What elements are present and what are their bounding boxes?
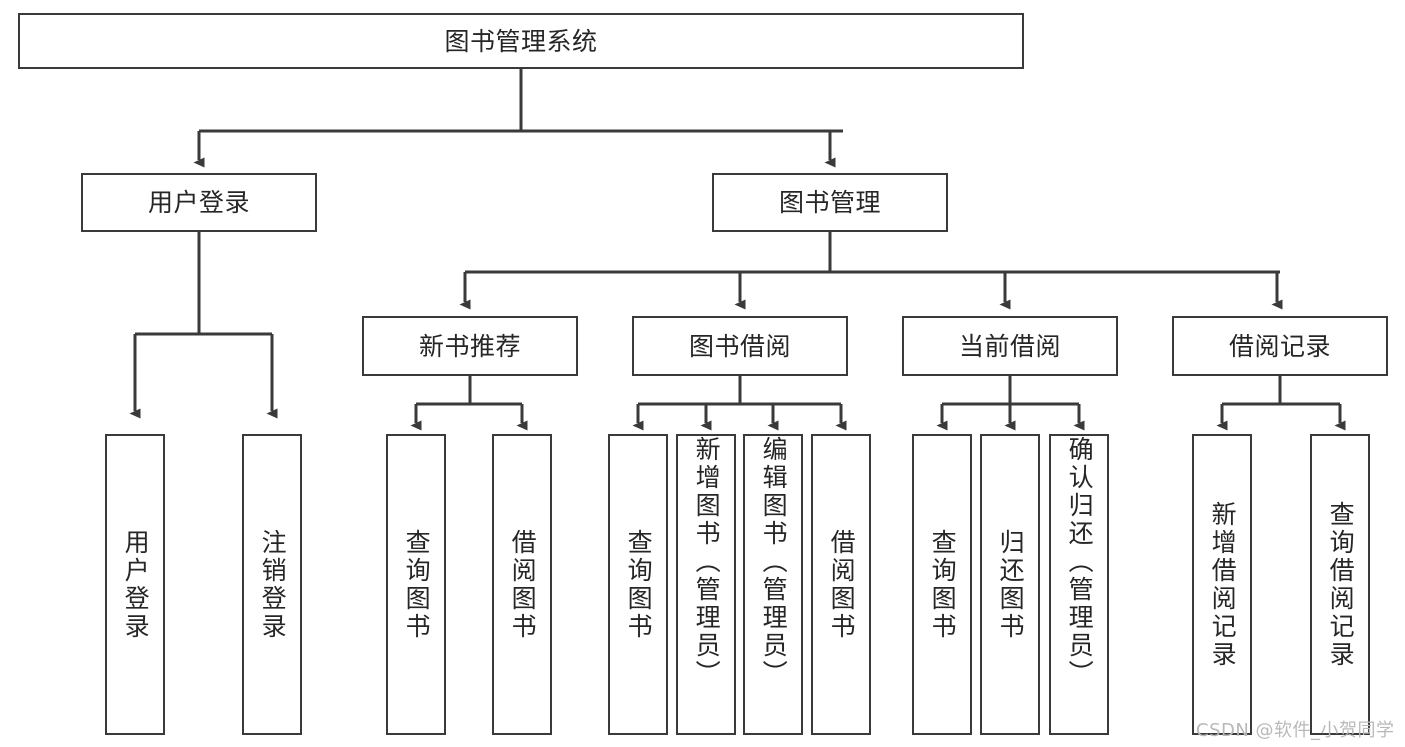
node-user-login-label: 用户登录 xyxy=(147,188,250,217)
leaf-label: 查询借阅记录 xyxy=(1326,500,1356,669)
leaf-borrow-query-book[interactable]: 查询图书 xyxy=(608,434,668,735)
leaf-label: 确认归还（管理员） xyxy=(1065,436,1095,688)
node-root[interactable]: 图书管理系统 xyxy=(18,13,1024,69)
watermark-text: CSDN @软件_小贺同学 xyxy=(1196,720,1395,741)
leaf-borrow-edit-book[interactable]: 编辑图书（管理员） xyxy=(743,434,803,735)
leaf-record-add[interactable]: 新增借阅记录 xyxy=(1192,434,1252,735)
leaf-label: 新增图书（管理员） xyxy=(692,436,722,688)
leaf-label: 查询图书 xyxy=(928,528,958,641)
leaf-label: 注销登录 xyxy=(258,528,288,641)
node-root-label: 图书管理系统 xyxy=(444,26,598,56)
node-current-borrow-label: 当前借阅 xyxy=(958,331,1061,361)
leaf-current-confirm-return[interactable]: 确认归还（管理员） xyxy=(1049,434,1109,735)
leaf-user-login-login[interactable]: 用户登录 xyxy=(105,434,165,735)
leaf-label: 查询图书 xyxy=(624,528,654,641)
leaf-user-login-logout[interactable]: 注销登录 xyxy=(242,434,302,735)
leaf-label: 新增借阅记录 xyxy=(1208,500,1238,669)
leaf-label: 借阅图书 xyxy=(508,528,538,641)
leaf-label: 查询图书 xyxy=(402,528,432,641)
node-borrow-record-label: 借阅记录 xyxy=(1228,331,1331,361)
leaf-label: 归还图书 xyxy=(996,528,1026,641)
leaf-current-query-book[interactable]: 查询图书 xyxy=(912,434,972,735)
node-current-borrow[interactable]: 当前借阅 xyxy=(902,316,1118,376)
node-book-management[interactable]: 图书管理 xyxy=(712,173,948,232)
leaf-label: 编辑图书（管理员） xyxy=(759,436,789,688)
node-book-borrow-label: 图书借阅 xyxy=(688,331,791,361)
node-new-book-recommend[interactable]: 新书推荐 xyxy=(362,316,578,376)
node-new-book-recommend-label: 新书推荐 xyxy=(418,331,521,361)
leaf-new-book-borrow[interactable]: 借阅图书 xyxy=(492,434,552,735)
node-book-management-label: 图书管理 xyxy=(778,188,881,217)
leaf-new-book-query[interactable]: 查询图书 xyxy=(386,434,446,735)
node-book-borrow[interactable]: 图书借阅 xyxy=(632,316,848,376)
leaf-record-query[interactable]: 查询借阅记录 xyxy=(1310,434,1370,735)
leaf-label: 借阅图书 xyxy=(827,528,857,641)
leaf-current-return-book[interactable]: 归还图书 xyxy=(980,434,1040,735)
node-user-login[interactable]: 用户登录 xyxy=(81,173,317,232)
leaf-borrow-borrow-book[interactable]: 借阅图书 xyxy=(811,434,871,735)
leaf-borrow-add-book[interactable]: 新增图书（管理员） xyxy=(676,434,736,735)
leaf-label: 用户登录 xyxy=(121,528,151,641)
node-borrow-record[interactable]: 借阅记录 xyxy=(1172,316,1388,376)
